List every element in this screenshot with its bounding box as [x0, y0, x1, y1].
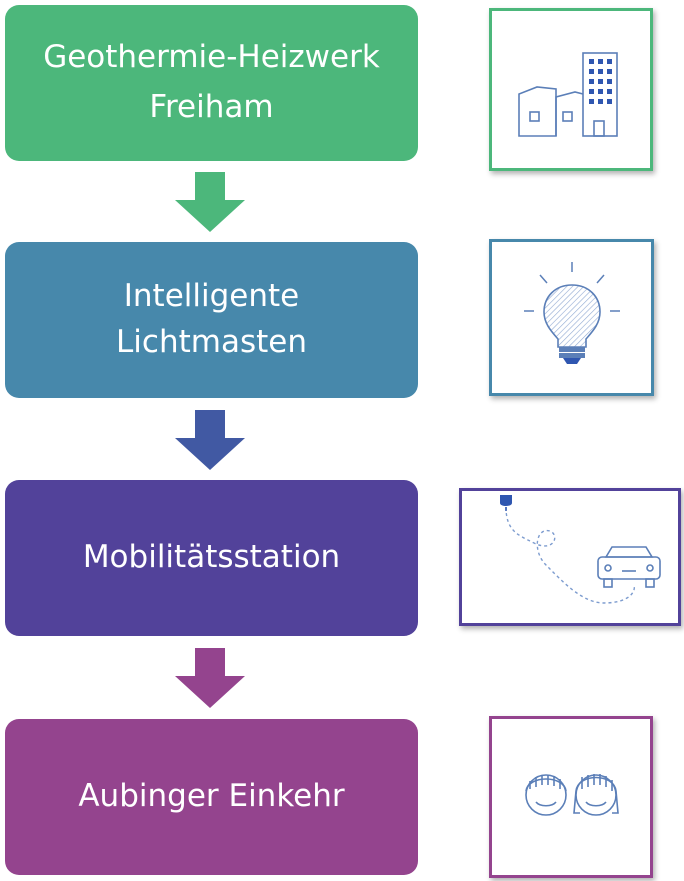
step-aubinger-einkehr: Aubinger Einkehr	[5, 719, 418, 875]
down-arrow-icon	[175, 410, 245, 470]
step-intelligente-lichtmasten: Intelligente Lichtmasten	[5, 242, 418, 398]
car-route-icon-frame	[459, 488, 681, 626]
building-icon	[518, 52, 618, 137]
step-mobilitaetsstation: Mobilitätsstation	[5, 480, 418, 636]
step-1-line-1: Geothermie-Heizwerk	[43, 39, 380, 76]
lightbulb-icon-frame	[489, 239, 654, 396]
two-people-icon	[525, 774, 619, 816]
step-1-line-2: Freiham	[149, 89, 274, 125]
step-4-line-1: Aubinger Einkehr	[78, 778, 345, 815]
step-3-line-1: Mobilitätsstation	[82, 539, 341, 576]
building-icon-frame	[489, 8, 653, 171]
two-people-icon-frame	[489, 716, 653, 878]
step-2-line-2: Lichtmasten	[116, 324, 307, 360]
down-arrow-icon	[175, 648, 245, 708]
step-geothermie-heizwerk-freiham: Geothermie-Heizwerk Freiham	[5, 5, 418, 161]
down-arrow-icon	[175, 172, 245, 232]
lightbulb-icon	[524, 262, 620, 364]
car-route-icon	[500, 495, 661, 604]
step-2-line-1: Intelligente	[123, 278, 300, 315]
